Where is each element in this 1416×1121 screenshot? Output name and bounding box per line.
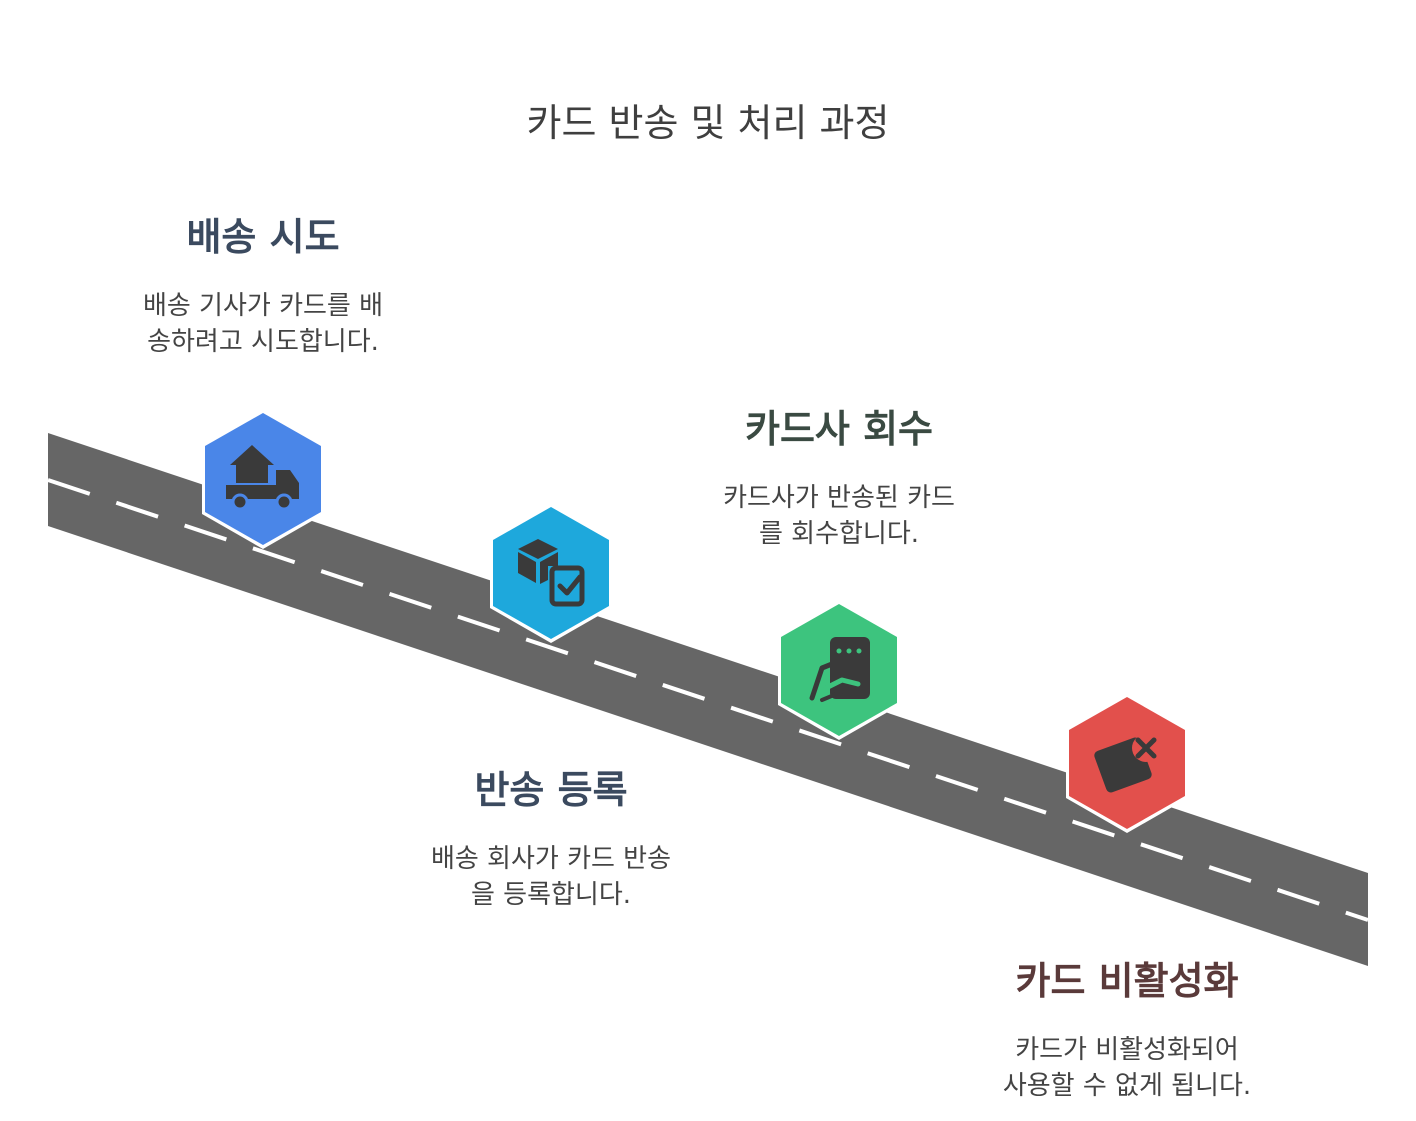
step-2-text: 반송 등록 배송 회사가 카드 반송 을 등록합니다. [391, 765, 711, 913]
road-center-dashes [47, 478, 1369, 922]
hand-card-icon [809, 637, 870, 702]
step-1-description: 배송 기사가 카드를 배 송하려고 시도합니다. [142, 291, 384, 357]
step-3-description: 카드사가 반송된 카드 를 회수합니다. [723, 483, 955, 549]
package-check-icon [518, 539, 585, 607]
step-1-title: 배송 시도 [186, 215, 340, 259]
step-2-node [490, 503, 612, 643]
page-title: 카드 반송 및 처리 과정 [526, 101, 890, 145]
step-2-title: 반송 등록 [474, 768, 628, 812]
step-4-text: 카드 비활성화 카드가 비활성화되어 사용할 수 없게 됩니다. [952, 956, 1302, 1104]
road [48, 433, 1368, 966]
card-x-icon [1094, 734, 1160, 793]
step-4-description: 카드가 비활성화되어 사용할 수 없게 됩니다. [1002, 1035, 1252, 1101]
step-2-description: 배송 회사가 카드 반송 을 등록합니다. [430, 844, 672, 910]
step-4-title: 카드 비활성화 [1015, 959, 1239, 1003]
step-3-node [778, 600, 900, 740]
house-truck-icon [226, 445, 299, 511]
step-3-text: 카드사 회수 카드사가 반송된 카드 를 회수합니다. [679, 404, 999, 552]
step-3-title: 카드사 회수 [744, 407, 934, 451]
step-4-node [1066, 693, 1188, 833]
step-1-node [202, 409, 324, 549]
step-1-text: 배송 시도 배송 기사가 카드를 배 송하려고 시도합니다. [103, 212, 423, 360]
